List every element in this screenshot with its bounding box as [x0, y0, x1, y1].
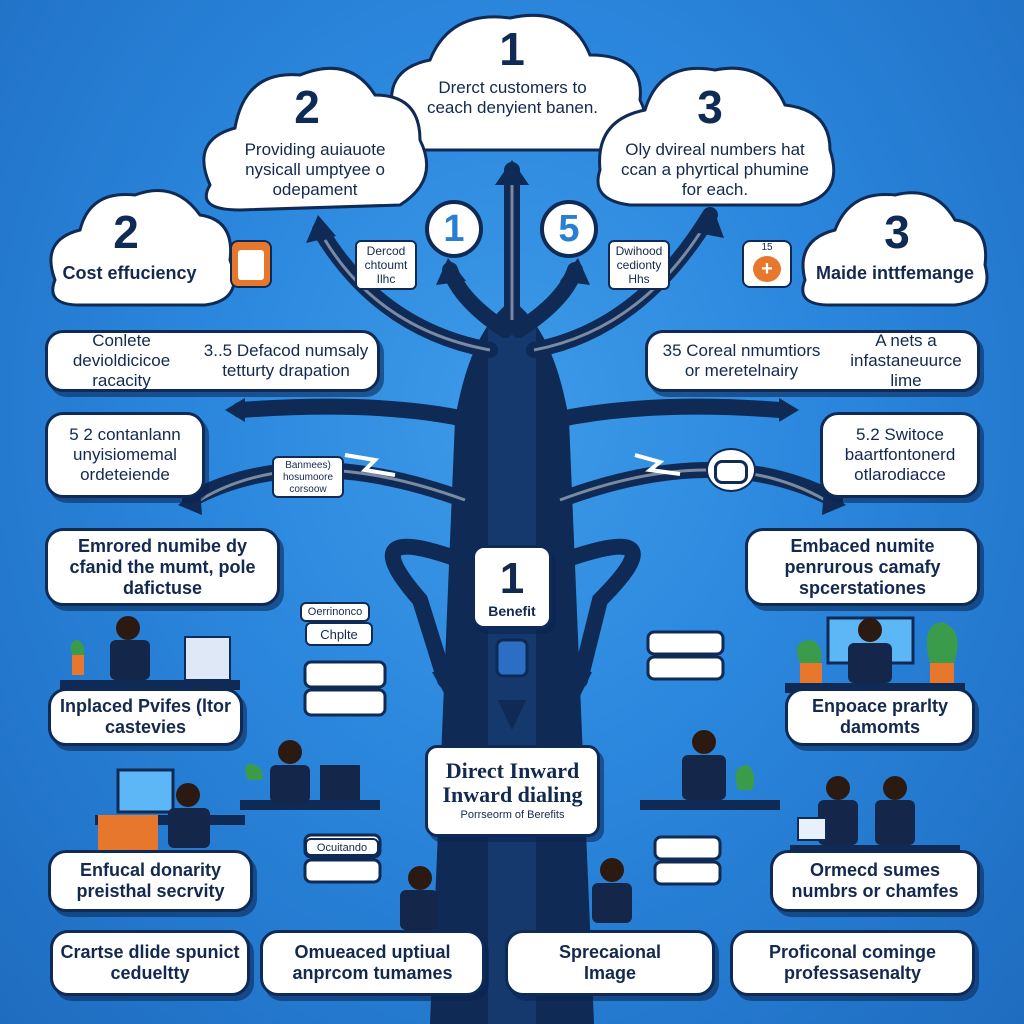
box-left-5-text: Enfucal donarity preisthal secrvity — [76, 860, 225, 901]
box-bottom-2: Omueaced uptiual anprcom tumames — [260, 930, 485, 996]
small-card-chpite: Chplte — [305, 622, 373, 646]
box-right-3-text: Embaced numite penrurous camafy spcersta… — [784, 535, 941, 598]
arrowhead-right2 — [693, 208, 724, 238]
box-bottom-4-text: Proficonal cominge professasenalty — [768, 942, 937, 983]
arrowhead-left2 — [306, 215, 336, 243]
center-benefit-badge: 1 Benefit — [472, 545, 552, 629]
cloud-top-center-text: Drerct customers to ceach denyient banen… — [426, 78, 599, 117]
figure-left-phone — [95, 768, 245, 850]
center-number: 1 — [499, 554, 525, 603]
box-bottom-1: Crartse dlide spunict cedueltty — [50, 930, 250, 996]
figure-right-center — [592, 730, 780, 923]
arrowhead-right-mid — [779, 398, 799, 422]
document-icon-left — [230, 240, 272, 288]
box-right-3: Embaced numite penrurous camafy spcersta… — [745, 528, 980, 606]
tag-left: Dercod chtoumt Ilhc — [355, 240, 417, 290]
figure-right-desk — [785, 616, 965, 693]
arrowhead-left1 — [436, 258, 466, 285]
box-right-4: Enpoace prarlty damomts — [785, 688, 975, 746]
branch-up-right2 — [526, 207, 718, 358]
branch-right-bottom — [557, 538, 641, 688]
box-bottom-3: Sprecaional Image — [505, 930, 715, 996]
cloud-mid-right-number: 3 — [884, 206, 910, 258]
box-right-2-text: 5.2 Switoce baartfontonerd otlarodiacce — [844, 425, 956, 484]
server-rack-right — [646, 630, 725, 886]
box-right-5-text: Ormecd sumes numbrs or chamfes — [791, 860, 959, 901]
badge-right-number: 15 — [761, 242, 773, 253]
cloud-top-left — [202, 66, 429, 212]
figure-center-left-desk — [240, 740, 438, 930]
small-card-banners: Banmees) hosumoore corsoow — [272, 456, 344, 498]
small-card-ocuitando: Ocuitando — [305, 838, 379, 856]
center-subtitle: Porrseorm of Berefits — [460, 809, 565, 821]
center-title-line2: Inward dialing — [442, 782, 583, 807]
center-title-line1: Direct Inward — [445, 758, 580, 783]
small-card-oem: Oerrinonco — [300, 602, 370, 622]
cloud-mid-right-text: Maide inttfemange — [815, 263, 975, 283]
phone-icon-center — [495, 638, 529, 678]
cloud-mid-left — [49, 189, 236, 307]
figure-left-desk — [60, 616, 240, 690]
branch-up-left2 — [312, 222, 498, 358]
cloud-top-left-text: Providing auiauote nysicall umptyee o od… — [244, 140, 386, 199]
box-right-1a-text: 35 Coreal nmumtiors or meretelnairy — [662, 341, 821, 380]
box-bottom-3-text: Sprecaional Image — [558, 942, 662, 983]
tag-right: Dwihood cedionty Hhs — [608, 240, 670, 290]
figure-right-pair — [790, 776, 960, 855]
box-bottom-4: Proficonal cominge professasenalty — [730, 930, 975, 996]
cloud-top-left-number: 2 — [294, 81, 320, 133]
box-left-3: Emrored numibe dy cfanid the mumt, pole … — [45, 528, 280, 606]
box-left-2-text: 5 2 contanlann unyisiomemal ordeteiende — [69, 425, 181, 484]
box-left-4: Inplaced Pvifes (ltor castevies — [48, 688, 243, 746]
arrowhead-center — [495, 160, 529, 185]
branch-left-bottom — [384, 538, 468, 688]
clock-icon-right — [706, 448, 756, 492]
cloud-mid-right — [801, 191, 989, 307]
box-right-1: 35 Coreal nmumtiors or meretelnairy A ne… — [645, 330, 980, 392]
box-left-3-text: Emrored numibe dy cfanid the mumt, pole … — [69, 535, 256, 598]
box-left-2: 5 2 contanlann unyisiomemal ordeteiende — [45, 412, 205, 498]
arrowhead-right-bottom — [566, 670, 592, 700]
arrowhead-left-bottom — [432, 670, 460, 700]
cloud-top-right-number: 3 — [697, 81, 723, 133]
box-right-5: Ormecd sumes numbrs or chamfes — [770, 850, 980, 912]
cloud-mid-left-text: Cost effuciency — [62, 263, 197, 283]
plus-icon-right: 15 + — [742, 240, 792, 288]
box-left-4-text: Inplaced Pvifes (ltor castevies — [59, 696, 232, 737]
circle-number-left: 1 — [425, 200, 483, 258]
box-bottom-2-text: Omueaced uptiual anprcom tumames — [292, 942, 453, 983]
cloud-top-center-number: 1 — [499, 23, 525, 75]
lightning-left — [344, 453, 396, 477]
lightning-right — [634, 453, 681, 476]
box-right-1b-text: A nets a infastaneuurce lime — [850, 331, 962, 390]
arrowhead-left-mid — [225, 398, 245, 422]
box-bottom-1-text: Crartse dlide spunict cedueltty — [60, 942, 240, 983]
box-left-1a-text: Conlete devioldicicoe racacity — [72, 331, 171, 390]
box-left-1: Conlete devioldicicoe racacity 3..5 Defa… — [45, 330, 380, 392]
branch-left-mid — [232, 398, 478, 428]
box-left-5: Enfucal donarity preisthal secrvity — [48, 850, 253, 912]
box-left-1b-text: 3..5 Defacod numsaly tetturty drapation — [203, 341, 369, 380]
cloud-mid-left-number: 2 — [113, 206, 139, 258]
arrowhead-down — [498, 700, 526, 730]
center-benefit-label: Benefit — [488, 603, 536, 619]
center-title-card: Direct Inward Inward dialing Porrseorm o… — [425, 745, 600, 837]
branch-right-mid — [547, 398, 788, 428]
box-right-4-text: Enpoace prarlty damomts — [811, 696, 949, 737]
box-right-2: 5.2 Switoce baartfontonerd otlarodiacce — [820, 412, 980, 498]
arrowhead-right1 — [560, 258, 590, 285]
cloud-top-right — [596, 66, 836, 207]
circle-number-right: 5 — [540, 200, 598, 258]
cloud-top-right-text: Oly dvireal numbers hat ccan a phyrtical… — [620, 140, 810, 199]
